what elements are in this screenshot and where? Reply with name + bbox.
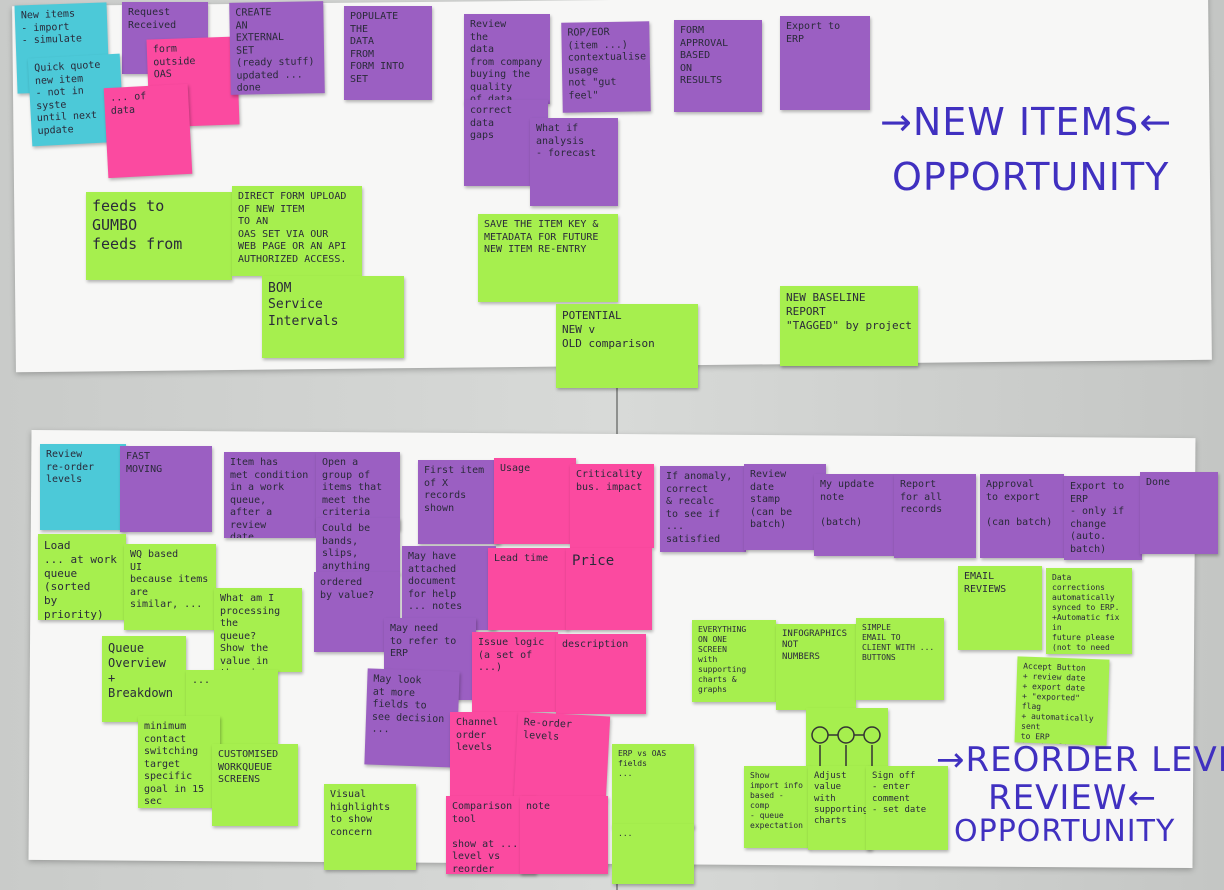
sticky-note: Usage bbox=[494, 458, 576, 544]
sticky-note: POTENTIAL NEW v OLD comparison bbox=[556, 304, 698, 388]
sticky-note: What if analysis - forecast bbox=[530, 118, 618, 206]
sticky-note: description bbox=[556, 634, 646, 714]
sticky-note: ROP/EOR (item ...) contextualise usage n… bbox=[561, 21, 651, 113]
sticky-note: Issue logic (a set of ...) bbox=[472, 632, 558, 712]
heading-line: →NEW ITEMS← bbox=[880, 100, 1173, 144]
sticky-note: DIRECT FORM UPLOAD OF NEW ITEM TO AN OAS… bbox=[232, 186, 362, 276]
sticky-note: Review date stamp (can be batch) bbox=[744, 464, 826, 550]
heading-line: REVIEW← bbox=[988, 778, 1157, 818]
sticky-note: My update note (batch) bbox=[814, 474, 896, 556]
sticky-note: Accept Button + review date + export dat… bbox=[1014, 656, 1110, 746]
flow-diagram-note bbox=[806, 708, 888, 768]
sticky-note: EVERYTHING ON ONE SCREEN with supporting… bbox=[692, 620, 776, 702]
sticky-note: Review the data from company buying the … bbox=[464, 14, 550, 104]
sticky-note: Criticality bus. impact bbox=[570, 464, 654, 548]
reorder-subheading: REVIEW← bbox=[988, 778, 1157, 818]
sticky-note: Open a group of items that meet the crit… bbox=[316, 452, 400, 530]
sticky-note: SIMPLE EMAIL TO CLIENT WITH ... BUTTONS bbox=[856, 618, 944, 700]
heading-line: →REORDER LEVEL bbox=[936, 740, 1224, 780]
new-items-heading: →NEW ITEMS← bbox=[880, 100, 1172, 144]
sticky-note: May look at more fields to see decision … bbox=[364, 668, 460, 768]
sticky-note: Export to ERP bbox=[780, 16, 870, 110]
sticky-note: note bbox=[520, 796, 608, 874]
sticky-note: Could be bands, slips, anything bbox=[316, 518, 400, 574]
sticky-note: WQ based UI because items are similar, .… bbox=[124, 544, 216, 630]
sticky-note: Adjust value with supporting charts bbox=[808, 766, 872, 850]
sticky-note: Approval to export (can batch) bbox=[980, 474, 1064, 558]
sticky-note: FAST MOVING bbox=[120, 446, 212, 532]
sticky-note: ... bbox=[612, 824, 694, 884]
sticky-note: CREATE AN EXTERNAL SET (ready stuff) upd… bbox=[229, 1, 325, 95]
reorder-heading: →REORDER LEVEL bbox=[936, 740, 1224, 780]
sticky-note: feeds to GUMBO feeds from bbox=[86, 192, 232, 280]
sticky-note: minimum contact switching target specifi… bbox=[138, 716, 220, 808]
sticky-note: ... of data bbox=[103, 83, 193, 179]
sticky-note: INFOGRAPHICS NOT NUMBERS bbox=[776, 624, 856, 710]
sticky-note: Item has met condition in a work queue, … bbox=[224, 452, 316, 538]
sticky-note: NEW BASELINE REPORT "TAGGED" by project bbox=[780, 286, 918, 366]
sticky-note: Report for all records bbox=[894, 474, 976, 558]
sticky-note: Price bbox=[566, 548, 652, 630]
sticky-note: Sign off - enter comment - set date bbox=[866, 766, 948, 850]
sticky-note: If anomaly, correct & recalc to see if .… bbox=[660, 466, 746, 552]
sticky-note: Export to ERP - only if change (auto. ba… bbox=[1064, 476, 1142, 560]
sticky-note: ERP vs OAS fields ... bbox=[612, 744, 694, 828]
sticky-note: Load ... at work queue (sorted by priori… bbox=[38, 534, 126, 620]
new-items-subheading: OPPORTUNITY bbox=[892, 155, 1169, 199]
connector-doodle bbox=[811, 725, 881, 768]
sticky-note: Queue Overview + Breakdown bbox=[102, 636, 186, 722]
heading-line: OPPORTUNITY bbox=[954, 814, 1176, 849]
sticky-note: Re-order levels bbox=[513, 711, 611, 803]
sticky-note: EMAIL REVIEWS bbox=[958, 566, 1042, 650]
sticky-note: May have attached document for help ... … bbox=[402, 546, 496, 630]
heading-line: OPPORTUNITY bbox=[892, 155, 1170, 199]
sticky-note: Lead time bbox=[488, 548, 568, 630]
sticky-note: Review re-order levels bbox=[40, 444, 126, 530]
reorder-subheading-2: OPPORTUNITY bbox=[954, 814, 1175, 849]
sticky-note: What am I processing the queue? Show the… bbox=[214, 588, 302, 672]
sticky-note: CUSTOMISED WORKQUEUE SCREENS bbox=[212, 744, 298, 826]
sticky-note: BOM Service Intervals bbox=[262, 276, 404, 358]
sticky-note: Visual highlights to show concern bbox=[324, 784, 416, 870]
sticky-note: First item of X records shown bbox=[418, 460, 500, 544]
sticky-note: Data corrections automatically synced to… bbox=[1046, 568, 1132, 654]
sticky-note: FORM APPROVAL BASED ON RESULTS bbox=[674, 20, 762, 112]
sticky-note: Done bbox=[1140, 472, 1218, 554]
sticky-note: Show import info based - comp - queue ex… bbox=[744, 766, 810, 848]
sticky-note: SAVE THE ITEM KEY & METADATA FOR FUTURE … bbox=[478, 214, 618, 302]
sticky-note: POPULATE THE DATA FROM FORM INTO SET bbox=[344, 6, 432, 100]
